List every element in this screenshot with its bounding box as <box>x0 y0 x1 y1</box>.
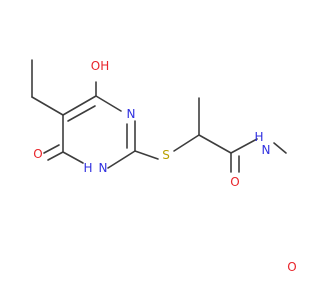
atom-oh: OH <box>91 59 109 73</box>
molecule-structure: OH N H N O S O H N O <box>31 58 297 274</box>
bond-ch-carbonyl <box>198 134 232 154</box>
atom-o-acetyl: O <box>287 260 296 274</box>
bond-c6-o <box>47 151 64 161</box>
bond-c5-ethyl-ch2 <box>31 96 64 116</box>
atom-h-ring-lower: H <box>83 161 92 175</box>
atom-n-amide: N <box>262 143 271 157</box>
bond-n-aryl <box>273 142 287 154</box>
bond-c4-c5-inner <box>67 105 96 122</box>
bond-s-ch <box>173 134 200 152</box>
bond-c4-c5 <box>62 95 97 116</box>
bond-c6-o-inner <box>43 144 60 154</box>
bond-c2-n1 <box>107 150 136 169</box>
atom-s-thioether: S <box>162 148 170 162</box>
atom-n-ring-upper: N <box>127 107 136 121</box>
atom-h-amide: H <box>254 130 263 144</box>
bond-c2-s <box>134 150 159 160</box>
bond-amide-cn <box>230 138 258 154</box>
atom-n-ring-lower: N <box>99 161 108 175</box>
bond-n1-c6 <box>62 151 84 164</box>
bonds <box>31 59 287 173</box>
bond-c4-n3 <box>95 95 122 112</box>
atom-o-amide: O <box>230 175 239 189</box>
atom-o-ring-carbonyl: O <box>33 147 42 161</box>
atom-labels: OH N H N O S O H N O <box>33 58 297 274</box>
